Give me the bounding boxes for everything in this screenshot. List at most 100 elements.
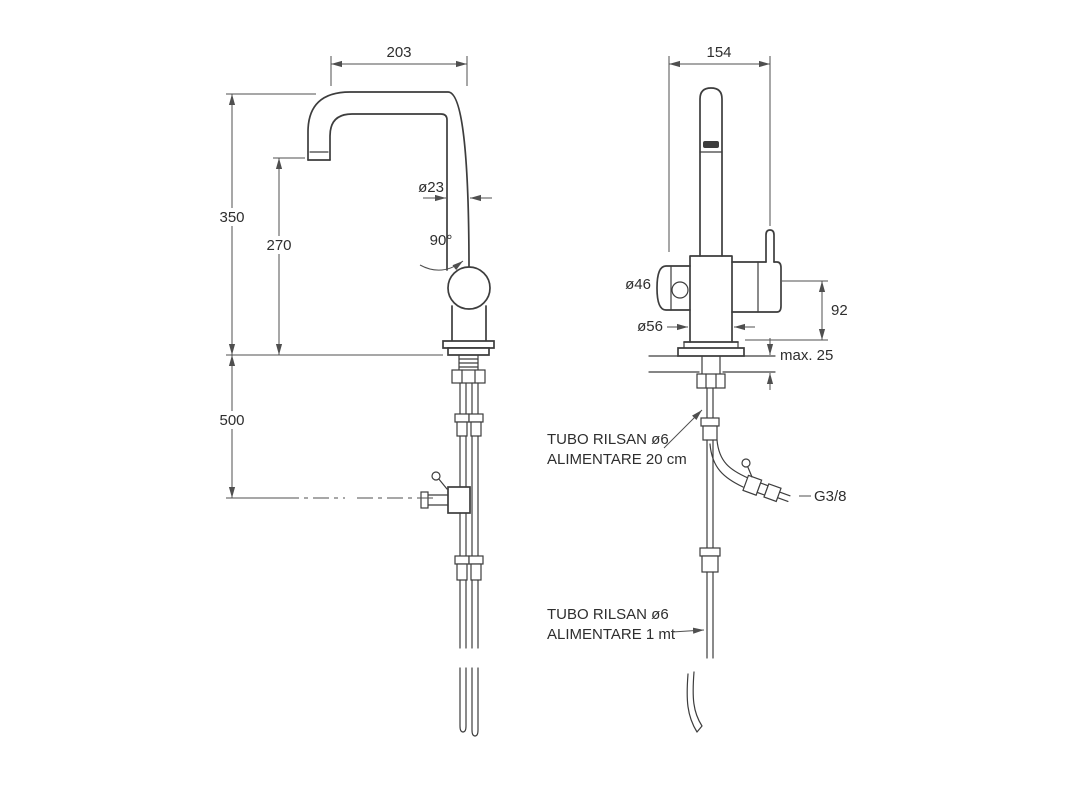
spout-diameter-dimension-label: ø23 [418, 179, 444, 196]
body-left-arm [656, 265, 691, 311]
dimension-counter-thickness: max. 25 [766, 338, 833, 390]
riser-pipe [699, 87, 723, 257]
locking-nut-facets [705, 373, 717, 389]
swivel-angle-label: 90° [430, 232, 453, 249]
left-arm-button [671, 281, 689, 299]
hose2-lower-fitting-top [468, 555, 484, 565]
label-mask [262, 236, 296, 254]
hose1-end [459, 667, 467, 733]
dimension-outlet-height: 270 [262, 157, 305, 355]
dimension-under-counter: 500 [215, 355, 283, 499]
counter-thickness-dimension-label: max. 25 [780, 347, 833, 364]
side-view: 203 350 270 500 ø23 90° [215, 44, 495, 737]
total-height-dimension-label: 350 [219, 209, 244, 226]
valve-outlet-cap [420, 491, 429, 509]
front-view-base [648, 341, 776, 389]
valve-knob [431, 471, 441, 481]
under-counter-dimension-label: 500 [219, 412, 244, 429]
dimension-swivel-angle: 90° [419, 232, 464, 271]
connector-thread-stub [776, 491, 791, 503]
long-hose-note-line1: TUBO RILSAN ø6 [547, 606, 669, 623]
leader-line [671, 627, 705, 634]
hose2-end [471, 667, 479, 737]
hose2-lower-fitting-body [470, 563, 482, 581]
dimension-spout-diameter: ø23 [418, 179, 492, 202]
side-view-body [442, 266, 495, 356]
dimension-body-height: 92 [745, 280, 848, 341]
hose-lower-fitting-body [701, 555, 719, 573]
side-view-mounting-hardware [451, 354, 486, 384]
hose1-fitting-top [454, 413, 470, 423]
short-hose-note-line2: ALIMENTARE 20 cm [547, 451, 687, 468]
side-view-supply-hoses [454, 382, 484, 557]
hose-lower-lines [706, 571, 714, 659]
base-diameter-dimension-label: ø56 [637, 318, 663, 335]
mounting-nut-facets [461, 369, 476, 384]
leader-line [663, 409, 703, 449]
hose2-fitting-top [468, 413, 484, 423]
hose-fitting-top [700, 417, 720, 427]
front-view-connector: G3/8 [741, 458, 847, 505]
hose-end-curve [686, 671, 703, 733]
extension-lines [668, 56, 771, 252]
body-base-ring [447, 347, 490, 356]
long-hose-note-line2: ALIMENTARE 1 mt [547, 626, 676, 643]
spout-outer-line [307, 91, 470, 271]
body-flange [442, 340, 495, 349]
label-mask [215, 208, 249, 226]
hole-diameter-dimension-label: ø46 [625, 276, 651, 293]
body-right-arm [731, 261, 782, 313]
short-hose-note-line1: TUBO RILSAN ø6 [547, 431, 669, 448]
front-view-hoses [686, 387, 749, 733]
overall-width-dimension-label: 154 [706, 44, 731, 61]
outlet-height-dimension-label: 270 [266, 237, 291, 254]
locking-nut [696, 373, 726, 389]
hose1-lower-fitting-body [456, 563, 468, 581]
annotation-long-hose: TUBO RILSAN ø6 ALIMENTARE 1 mt [547, 606, 705, 643]
connector-knob [741, 458, 751, 468]
front-view-handle [765, 229, 775, 263]
hose1-lower-fitting-top [454, 555, 470, 565]
hose-fitting-body [702, 425, 718, 441]
valve-outlet-stub [426, 494, 449, 506]
connection-size-label: G3/8 [814, 488, 847, 505]
base-shoulder-sides [683, 341, 739, 349]
mounting-nut [451, 369, 486, 384]
connector-hex-nut [763, 483, 782, 503]
valve-stem [437, 477, 448, 490]
side-view-shutoff-valve [420, 471, 471, 557]
hose-lower-fitting-top [699, 547, 721, 557]
label-mask [215, 411, 249, 429]
hose-upper-lines [706, 387, 714, 419]
hose1-fitting-body [456, 421, 468, 437]
side-view-spout [307, 91, 470, 271]
dimension-overall-width: 154 [668, 44, 771, 252]
side-view-lower-hoses [283, 497, 484, 737]
dimension-spout-reach: 203 [330, 44, 468, 86]
base-shank [701, 355, 721, 375]
annotation-short-hose: TUBO RILSAN ø6 ALIMENTARE 20 cm [547, 409, 703, 468]
hose2-fitting-body [470, 421, 482, 437]
g38-connector-assembly [742, 474, 791, 503]
thread-lines [458, 358, 479, 368]
hose2-mid-lines [471, 435, 479, 557]
escutcheon [677, 347, 745, 357]
body-column [689, 255, 733, 343]
hose-upper-lines [459, 382, 479, 415]
spout-inner-line [329, 113, 448, 271]
front-view: G3/8 154 ø46 ø56 92 max. 25 [625, 44, 848, 733]
body-column-lines [451, 305, 487, 342]
hose1-below-valve [459, 512, 467, 557]
front-view-riser [699, 87, 723, 257]
body-joint-sphere [447, 266, 491, 310]
handle-lever [765, 229, 775, 263]
dimension-hole-diameter: ø46 [625, 276, 651, 293]
body-height-dimension-label: 92 [831, 302, 848, 319]
front-view-body [656, 255, 782, 343]
short-hose-branch [709, 439, 749, 488]
hose-lower-lines [459, 579, 479, 649]
spout-reach-dimension-label: 203 [386, 44, 411, 61]
outlet-slot [703, 141, 719, 148]
